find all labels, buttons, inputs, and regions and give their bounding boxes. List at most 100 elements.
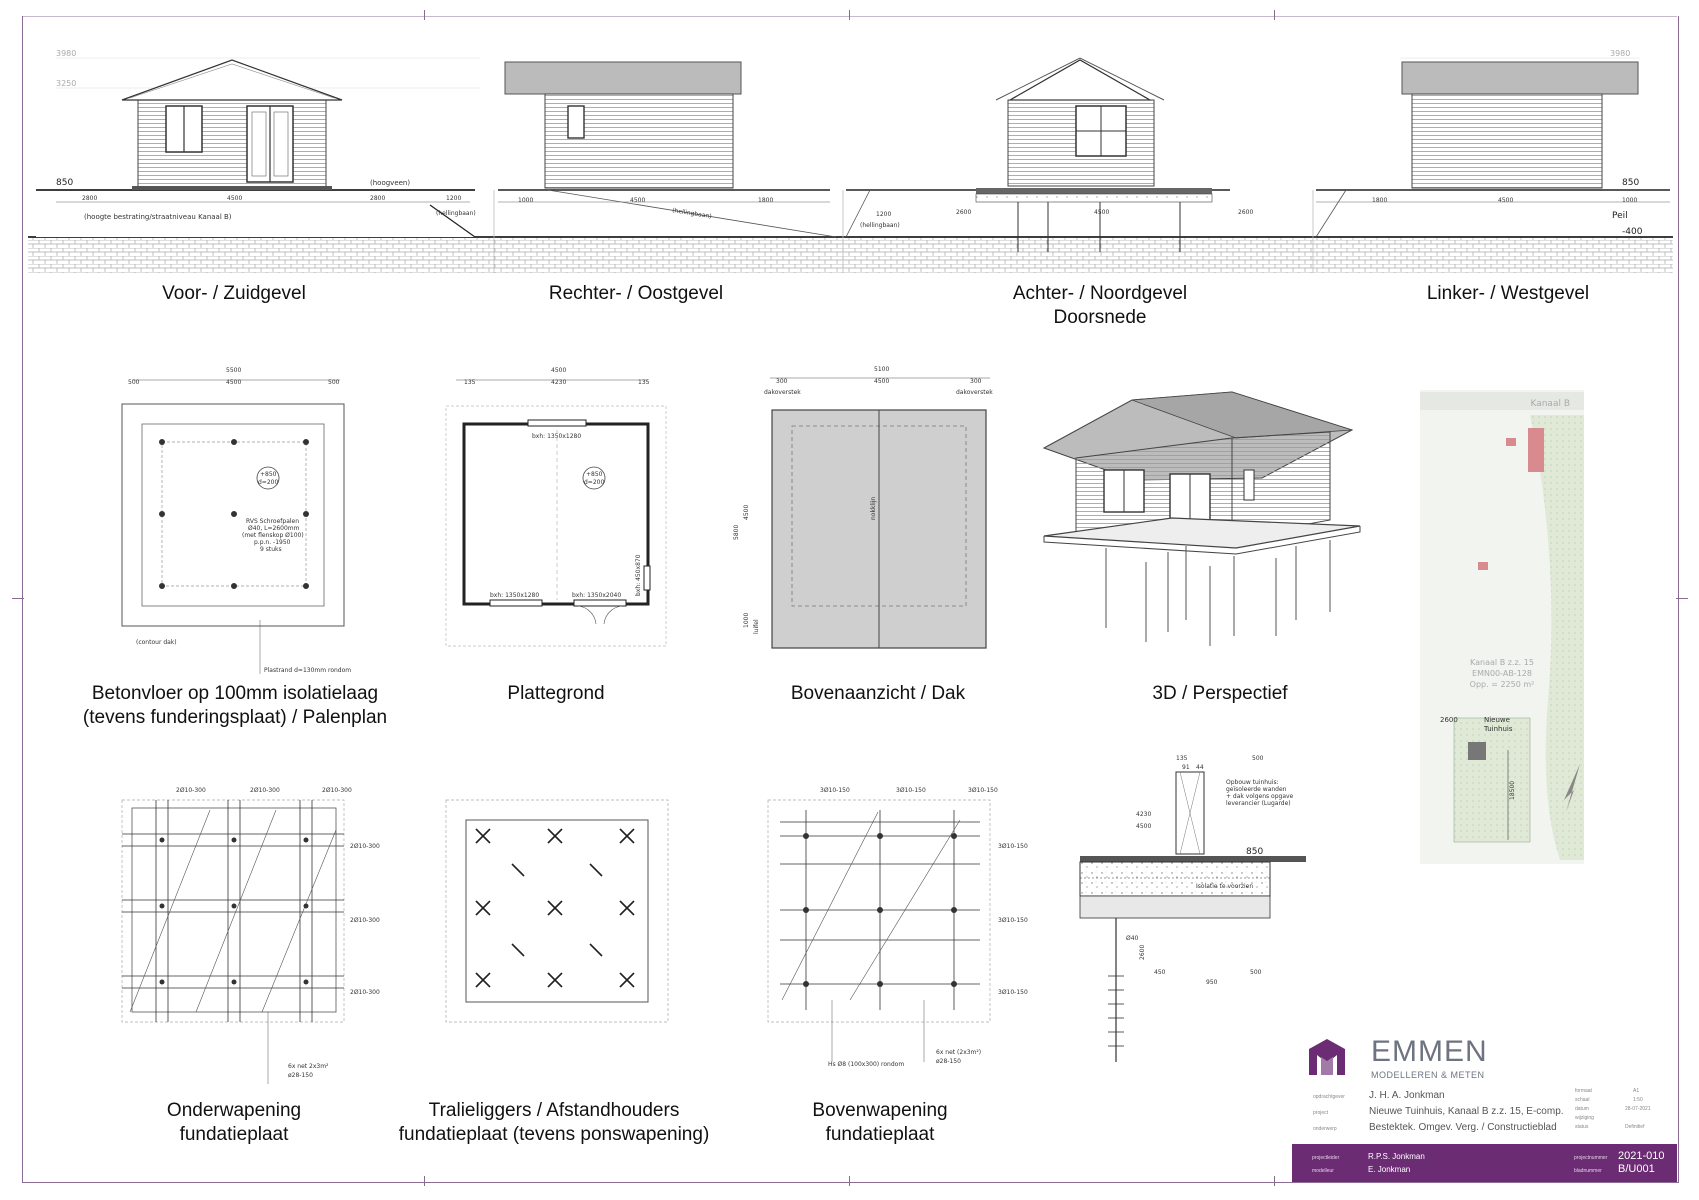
tb-projectnummer: 2021-010 (1618, 1150, 1665, 1162)
label-perspectief: 3D / Perspectief (1152, 683, 1288, 704)
dak-overstek-left: dakoverstek (764, 389, 801, 396)
dim-back-2: 2600 (956, 209, 971, 216)
dim-back-3: 4500 (1094, 209, 1109, 216)
plat-door: bxh: 1350x2040 (572, 592, 621, 599)
note-hellingbaan-back: (hellingbaan) (860, 222, 900, 229)
palen-plastrand: Plastrand d=130mm rondom (264, 667, 351, 674)
dim-front-4: 1200 (446, 195, 461, 202)
dim-front-1: 2800 (82, 195, 97, 202)
palen-note-5: 9 stuks (260, 546, 282, 553)
tb-key-project: project (1313, 1110, 1329, 1116)
boven-net: 6x net (2x3m²) (936, 1049, 981, 1056)
level-850-right: 850 (1622, 178, 1639, 188)
tb-project: Nieuwe Tuinhuis, Kanaal B z.z. 15, E-com… (1369, 1106, 1564, 1117)
detail-level-850: 850 (1246, 847, 1263, 857)
tb-modelleur: E. Jonkman (1368, 1165, 1411, 1174)
bovenwapening-drawing: 3Ø10-150 3Ø10-150 3Ø10-150 3Ø10-150 3Ø10… (767, 787, 1028, 1068)
dak-dim-1000: 1000 (743, 613, 750, 628)
dak-luifel: luifel (753, 619, 760, 634)
site-dist-2: 18500 (1509, 781, 1516, 800)
onder-bar-4: 2Ø10-300 (350, 843, 380, 850)
plat-thickness: d=200 (584, 479, 604, 486)
tb-format: A1 (1633, 1088, 1640, 1094)
dak-dim-total: 5100 (874, 366, 889, 373)
tb-key-onderwerp: onderwerp (1313, 1126, 1337, 1132)
level-3250-left: 3250 (56, 79, 76, 88)
boven-bar-3: 3Ø10-150 (968, 787, 998, 794)
tb-key-schaal: schaal (1575, 1097, 1590, 1103)
detail-dim-44: 44 (1196, 764, 1204, 771)
site-house-2: Tuinhuis (1483, 725, 1513, 733)
boven-bar-5: 3Ø10-150 (998, 917, 1028, 924)
plat-dim-total: 4500 (551, 367, 566, 374)
boven-bar-2: 3Ø10-150 (896, 787, 926, 794)
level-3980-left: 3980 (56, 49, 76, 58)
boven-bar-1: 3Ø10-150 (820, 787, 850, 794)
onder-net: 6x net 2x3m² (288, 1063, 329, 1070)
boven-bar-6: 3Ø10-150 (998, 989, 1028, 996)
note-peil: (hoogte bestrating/straatniveau Kanaal B… (84, 213, 232, 221)
palen-dim-a: 500 (128, 379, 140, 386)
frame-tick (1274, 1176, 1275, 1186)
tralieliggers-drawing (445, 799, 669, 1023)
detail-dim-40: Ø40 (1126, 935, 1139, 942)
palenplan-drawing: 5500 500 4500 500 +850 d=200 RVS Schroef… (121, 367, 351, 674)
palen-thickness: d=200 (258, 479, 278, 486)
note-hoogveen: (hoogveen) (370, 179, 410, 187)
dim-right-1: 1000 (518, 197, 533, 204)
plat-window-side: bxh: 450x870 (635, 554, 642, 596)
title-block: EMMEN MODELLEREN & METEN opdrachtgever J… (1293, 1030, 1677, 1182)
onder-bar-2: 2Ø10-300 (250, 787, 280, 794)
level-850-left: 850 (56, 178, 73, 188)
detail-note-5: Isolatie te voorzien (1196, 883, 1253, 890)
tb-key-wijziging: wijziging (1575, 1115, 1594, 1121)
site-road: Kanaal B (1530, 399, 1570, 409)
tb-key-status: status (1575, 1124, 1589, 1130)
boven-hs: Hs Ø8 (100x300) rondom (828, 1061, 904, 1068)
note-hellingbaan-right: (hellingbaan) (672, 207, 712, 220)
detail-dim-500: 500 (1252, 755, 1264, 762)
label-voorgevel: Voor- / Zuidgevel (162, 283, 306, 304)
left-elevation: 1800 4500 1000 (1315, 61, 1670, 238)
dak-nokklijn: nokklijn (870, 497, 877, 520)
detail-note-1: Opbouw tuinhuis: (1226, 779, 1279, 786)
site-parcel-id: EMN00-AB-128 (1472, 669, 1532, 678)
plat-dim-b: 4230 (551, 379, 566, 386)
plat-level: +850 (586, 471, 603, 478)
label-bovenaanzicht: Bovenaanzicht / Dak (790, 683, 966, 704)
site-dist-1: 2600 (1440, 716, 1458, 724)
boven-net-2: ø28-150 (936, 1058, 961, 1065)
dak-dim-4500: 4500 (743, 505, 750, 520)
palen-dim-b: 4500 (226, 379, 241, 386)
frame-tick (12, 598, 24, 599)
detail-note-3: + dak volgens opgave (1226, 793, 1294, 800)
frame-tick (849, 1176, 850, 1186)
dak-dim-5800: 5800 (733, 525, 740, 540)
ground-hatch (28, 237, 1673, 273)
site-house-1: Nieuwe (1484, 716, 1510, 724)
onder-bar-6: 2Ø10-300 (350, 989, 380, 996)
dak-drawing: 5100 300 4500 300 dakoverstek dakoverste… (733, 366, 993, 649)
dim-back-1: 1200 (876, 211, 891, 218)
onder-bar-5: 2Ø10-300 (350, 917, 380, 924)
onder-bar-3: 2Ø10-300 (322, 787, 352, 794)
back-elevation: 1200 2600 4500 2600 (hellingbaan) (845, 57, 1253, 252)
plattegrond-drawing: 4500 135 4230 135 +850 d=200 bxh: 1350x1… (445, 367, 667, 647)
label-linkergevel: Linker- / Westgevel (1426, 283, 1590, 304)
dak-dim-b: 4500 (874, 378, 889, 385)
onderwapening-drawing: 2Ø10-300 2Ø10-300 2Ø10-300 2Ø10-300 2Ø10… (121, 787, 380, 1084)
emmen-logo-icon (1309, 1039, 1345, 1075)
palen-note-3: (met flenskop Ø100) (242, 532, 304, 539)
detail-dim-950: 950 (1206, 979, 1218, 986)
detail-dim-4500: 4500 (1136, 823, 1151, 830)
note-hellingbaan-front: (hellingbaan) (436, 210, 476, 217)
detail-dim-500b: 500 (1250, 969, 1262, 976)
tb-opdrachtgever: J. H. A. Jonkman (1369, 1090, 1445, 1101)
frame-tick (424, 1176, 425, 1186)
section-detail: 135 91 44 500 4230 4500 850 450 950 500 … (1079, 755, 1306, 1062)
tb-key-projectnummer: projectnummer (1574, 1155, 1608, 1161)
